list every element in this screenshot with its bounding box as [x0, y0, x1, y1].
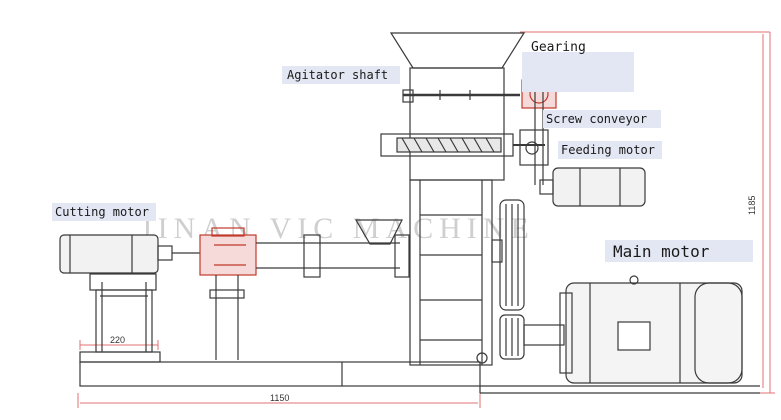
- central-frame: [409, 179, 503, 366]
- base-frame: [79, 351, 760, 394]
- belt-pulleys: [499, 199, 565, 360]
- label-cutting-motor-text: Cutting motor: [55, 205, 149, 219]
- feeding-motor-drawing: [539, 167, 646, 207]
- label-feeding-motor: Feeding motor: [558, 141, 662, 159]
- label-screw-conveyor: Screw conveyor: [543, 110, 661, 128]
- cutter-head: [199, 227, 257, 360]
- screw-conveyor-drawing: [380, 133, 545, 157]
- hopper-assembly: [389, 32, 526, 181]
- label-feeding-motor-text: Feeding motor: [561, 143, 655, 157]
- label-screw-conveyor-text: Screw conveyor: [546, 112, 647, 126]
- label-agitator-shaft-text: Agitator shaft: [287, 68, 388, 82]
- label-cutting-motor: Cutting motor: [52, 203, 156, 221]
- label-main-motor-text: Main motor: [613, 242, 710, 261]
- main-motor: [559, 275, 743, 384]
- label-gearing-text: Gearing: [531, 40, 586, 55]
- cutting-motor-assembly: [59, 234, 205, 353]
- dimension-height: 1185: [747, 196, 757, 215]
- dimension-cutter-base: 220: [110, 335, 125, 345]
- label-main-motor: Main motor: [605, 240, 753, 262]
- machine-drawing: [59, 32, 760, 394]
- dimension-length: 1150: [270, 393, 289, 403]
- label-gearing: Gearing: [522, 40, 634, 92]
- watermark-text: JINAN VIC MACHINE: [140, 212, 535, 245]
- label-agitator-shaft: Agitator shaft: [282, 66, 400, 84]
- extruder-barrel: [256, 219, 410, 278]
